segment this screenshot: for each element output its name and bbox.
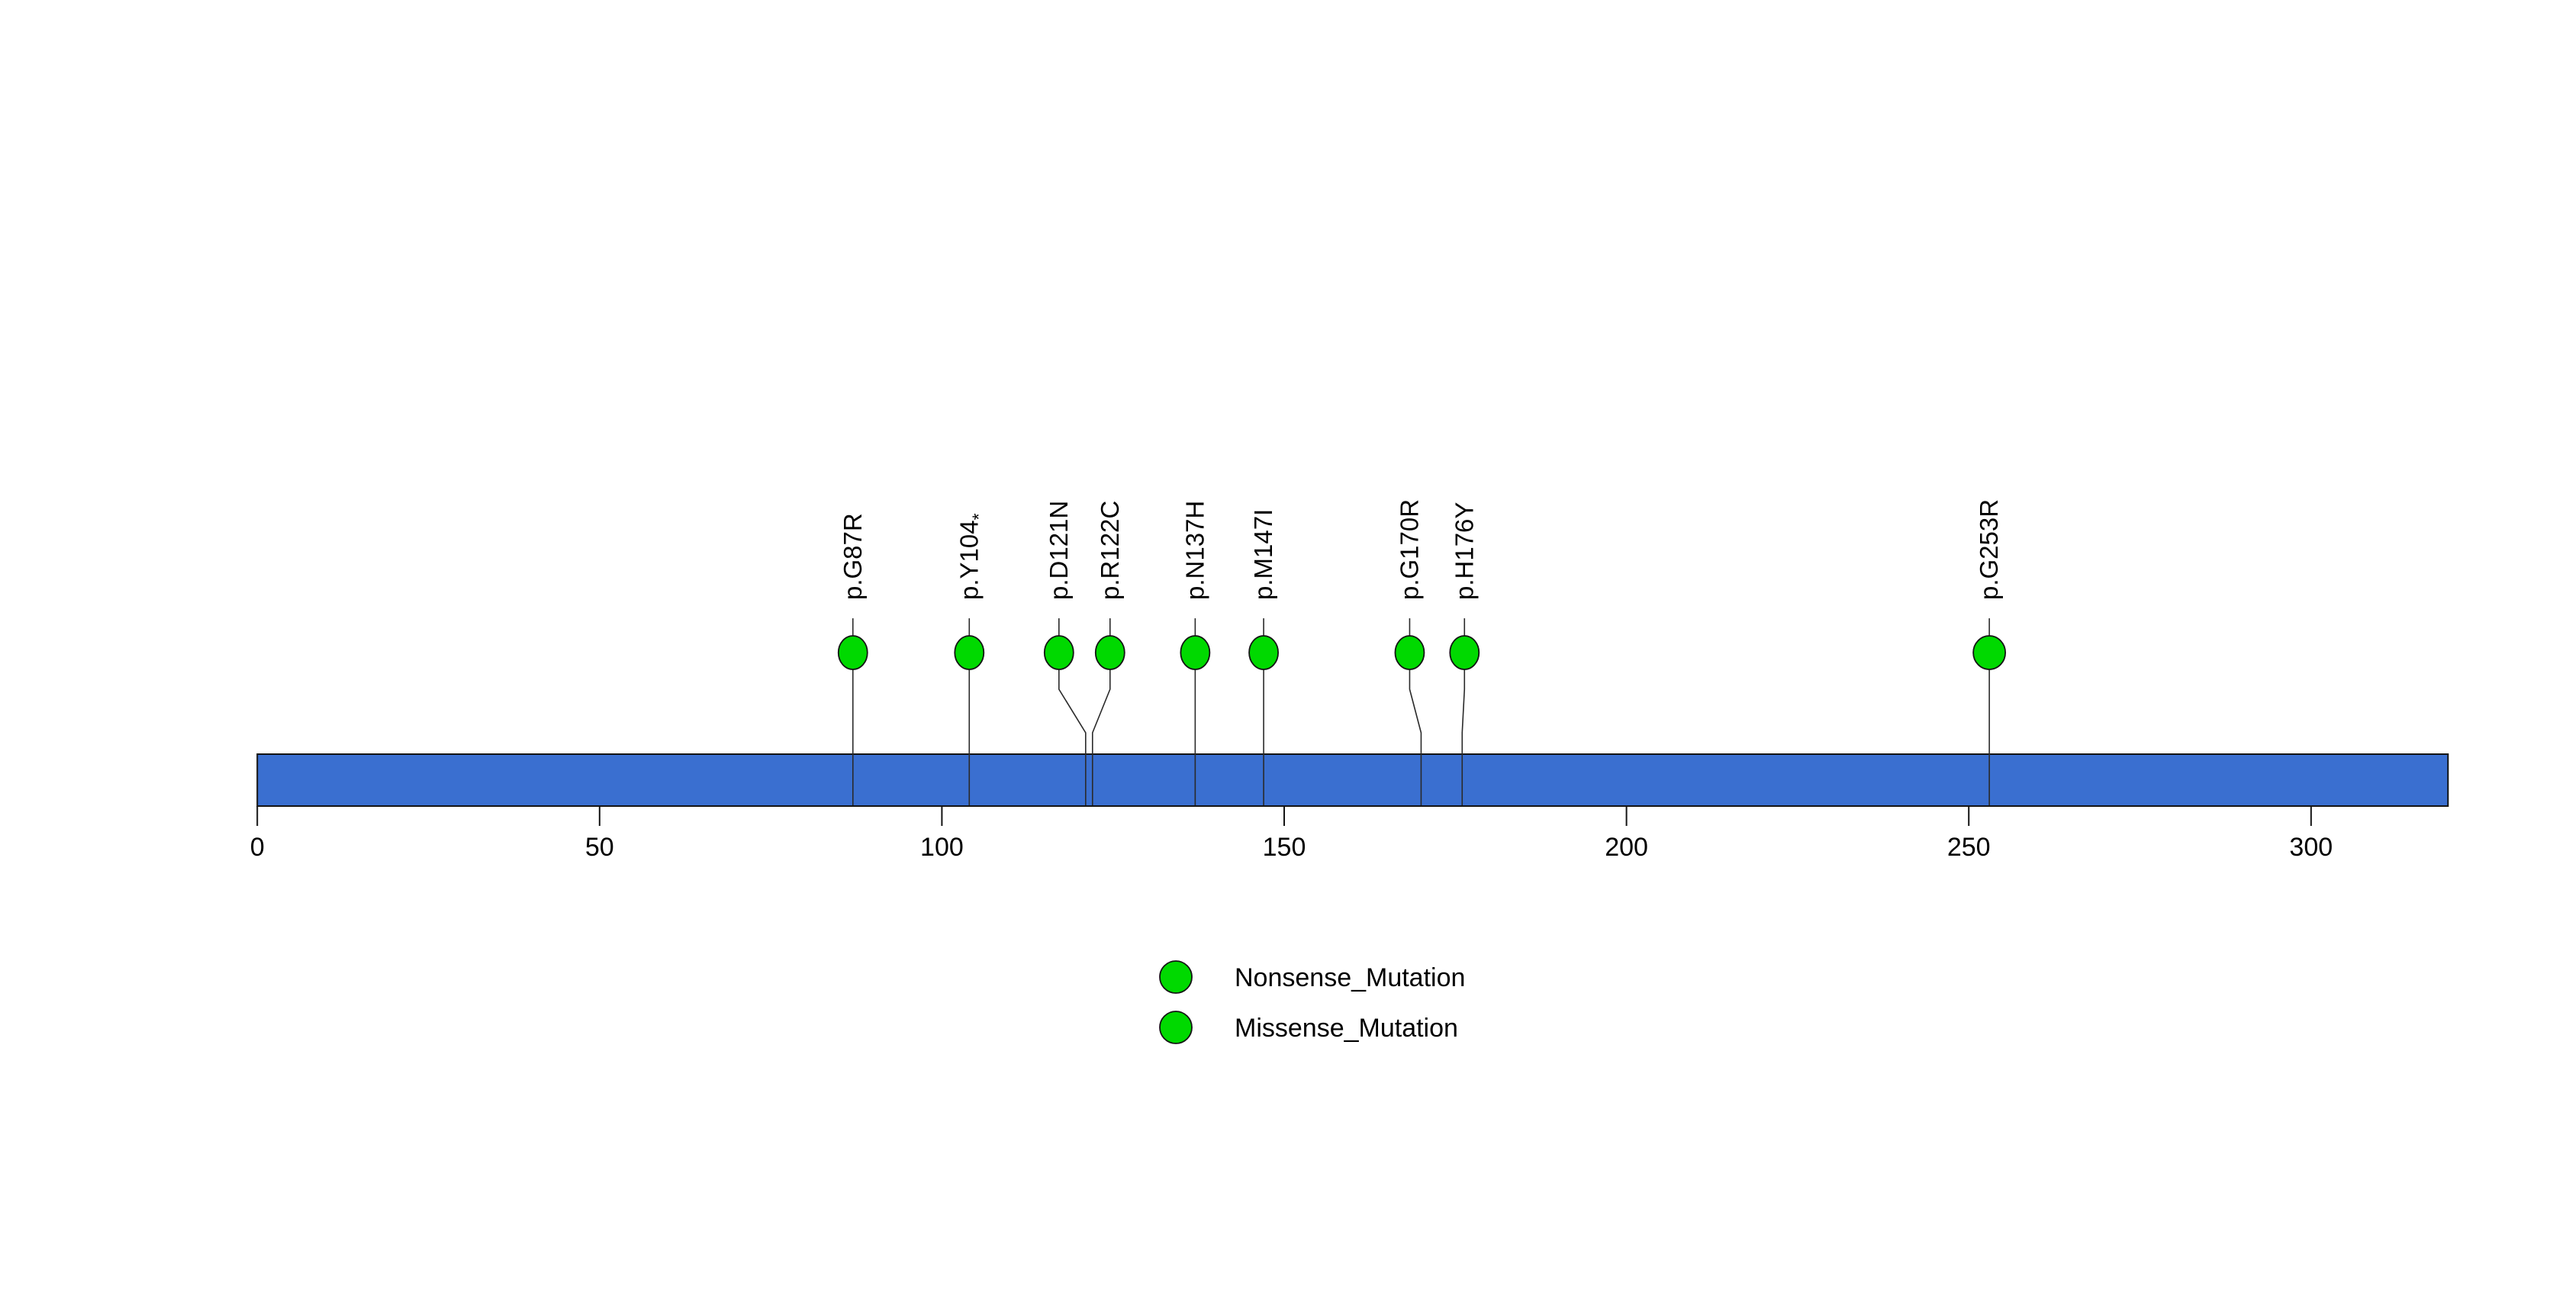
lollipop-circle xyxy=(1972,635,2007,670)
axis-tick-label: 0 xyxy=(250,833,265,862)
axis-tick-label: 150 xyxy=(1263,833,1306,862)
legend-swatch xyxy=(1159,960,1193,994)
mutation-label: p.D121N xyxy=(1045,501,1073,600)
legend-label: Missense_Mutation xyxy=(1235,1014,1458,1043)
mutation-label: p.R122C xyxy=(1096,501,1124,600)
axis-tick-label: 100 xyxy=(920,833,964,862)
lollipop-stem xyxy=(1091,669,1111,805)
axis-tick-label: 250 xyxy=(1947,833,1991,862)
lollipop-circle xyxy=(1094,635,1125,670)
lollipop-circle xyxy=(954,635,985,670)
lollipop-circle xyxy=(837,635,868,670)
lollipop-stem xyxy=(1461,669,1466,805)
legend-label: Nonsense_Mutation xyxy=(1235,963,1465,992)
lollipop-circle xyxy=(1394,635,1425,670)
lollipop-circle xyxy=(1449,635,1480,670)
legend-swatch xyxy=(1159,1011,1193,1044)
lollipop-stem xyxy=(1058,669,1087,805)
lollipop-stem xyxy=(1409,669,1422,805)
mutation-label: p.N137H xyxy=(1180,501,1209,600)
mutation-label: p.Y104* xyxy=(955,513,988,600)
lollipop-circle xyxy=(1043,635,1074,670)
axis-tick-label: 300 xyxy=(2289,833,2333,862)
lollipop-circle xyxy=(1180,635,1211,670)
protein-bar xyxy=(256,753,2449,807)
axis-tick-label: 50 xyxy=(585,833,614,862)
mutation-label: p.H176Y xyxy=(1450,502,1478,600)
mutation-label: p.M147I xyxy=(1249,509,1277,600)
lollipop-circle xyxy=(1248,635,1279,670)
mutation-label: p.G253R xyxy=(1975,499,2003,600)
axis-tick-label: 200 xyxy=(1605,833,1648,862)
mutation-label: p.G170R xyxy=(1395,499,1423,600)
mutation-label: p.G87R xyxy=(839,513,867,600)
